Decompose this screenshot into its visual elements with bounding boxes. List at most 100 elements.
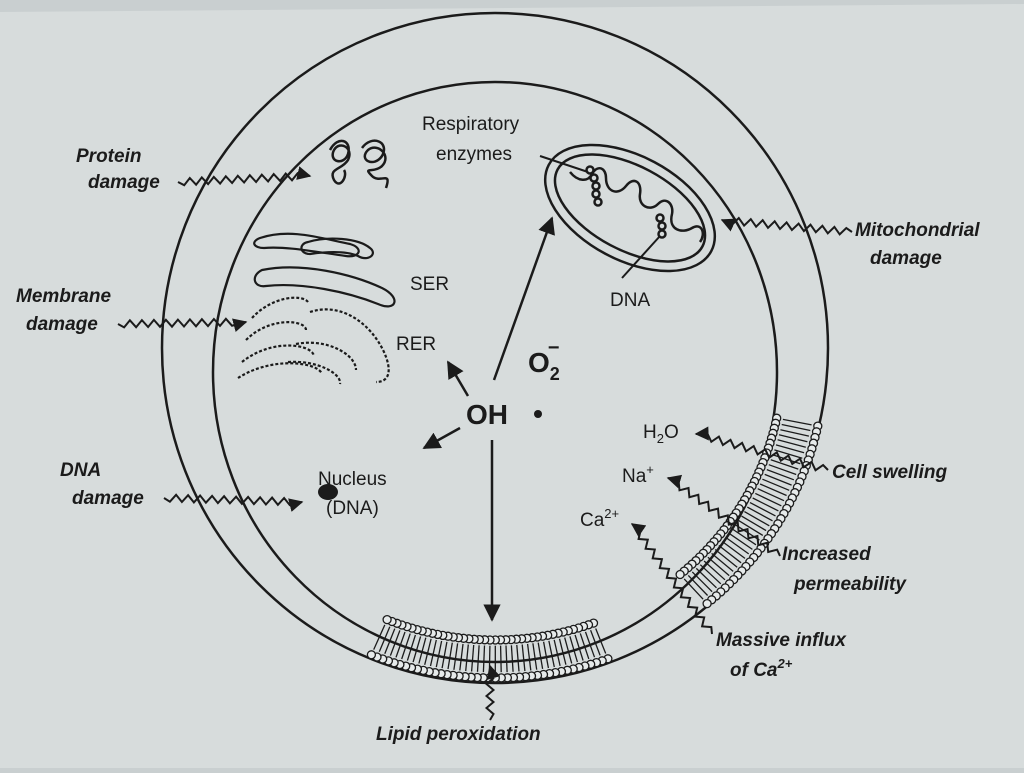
right-lipid-tail (691, 571, 713, 593)
bottom-lipid-tail (584, 631, 596, 658)
radical-dot (534, 410, 542, 418)
respiratory-label-2: enzymes (436, 144, 512, 165)
bottom-lipid-tail (429, 639, 437, 667)
right-lipid-tail (725, 536, 750, 555)
rer-label: RER (396, 334, 436, 355)
calcium-influx-arrow (630, 523, 713, 635)
right-lipid-tail (683, 578, 704, 600)
dna-damage-label-1: DNA (60, 460, 101, 481)
membrane-damage-arrow (117, 317, 248, 332)
calcium-label: Ca2+ (580, 506, 619, 531)
right-lipid-tail (711, 552, 734, 572)
bottom-lipid-tail (447, 642, 453, 670)
bottom-lipid-tail (553, 639, 561, 667)
bottom-lipid-tail (424, 638, 432, 665)
bottom-lipid-tail (499, 645, 502, 673)
protein-damage-arrow (177, 166, 312, 187)
protein-structure (328, 139, 389, 189)
right-lipid-tail (718, 544, 742, 564)
bottom-lipid-tail (470, 644, 475, 672)
right-lipid-tail (768, 464, 797, 476)
dna-damage-label-2: damage (72, 488, 144, 509)
lipid-peroxidation-arrow (484, 664, 501, 721)
mito-damage-label-1: Mitochondrial (855, 220, 980, 241)
superoxide-label: O2− (528, 337, 560, 384)
right-lipid-tail (687, 574, 709, 596)
protein-damage-label-2: damage (88, 172, 160, 193)
bottom-lipid-tail (569, 636, 579, 663)
nucleus-marker (318, 484, 338, 500)
nucleus-label-1: Nucleus (318, 469, 387, 490)
bottom-lipid-tail (395, 631, 406, 658)
bottom-lipid-tail (510, 645, 514, 672)
bottom-lipid-tail (579, 633, 590, 660)
right-lipid-tail (695, 567, 717, 589)
nucleus-label-2: (DNA) (326, 498, 379, 519)
bottom-lipid-tail (406, 634, 417, 661)
outer-membrane (160, 11, 830, 685)
right-lipid-head (675, 569, 685, 580)
bottom-lipid-tail (532, 643, 538, 670)
bottom-lipid-head (382, 614, 392, 625)
lipid-bilayer-right (675, 413, 823, 609)
bottom-lipid-tail (564, 637, 573, 664)
bottom-lipid-tail (453, 643, 459, 670)
mito-dna-pointer (621, 235, 661, 279)
right-lipid-tail (714, 548, 738, 568)
right-lipid-tail (746, 506, 773, 522)
right-lipid-tail (741, 515, 767, 532)
mito-damage-arrow (720, 216, 853, 236)
right-lipid-tail (744, 511, 770, 527)
bottom-lipid-tail (542, 641, 550, 669)
right-lipid-tail (775, 444, 805, 454)
hydroxyl-radical-label: OH (466, 399, 508, 430)
membrane-damage-label-2: damage (26, 314, 98, 335)
bottom-lipid-tail (384, 628, 396, 654)
bottom-lipid-tail (389, 630, 401, 656)
dna-damage-arrow (163, 493, 304, 512)
right-lipid-tail (752, 497, 779, 512)
bottom-lipid-tail (548, 640, 555, 668)
right-lipid-tail (759, 483, 787, 497)
bottom-lipid-tail (435, 640, 443, 668)
respiratory-pointer (539, 155, 589, 173)
rough-er (237, 296, 390, 385)
sodium-influx-arrow (666, 474, 781, 557)
bottom-lipid-tail (595, 628, 607, 654)
bottom-lipid-tail (401, 633, 411, 660)
membrane-damage-label-1: Membrane (16, 286, 111, 307)
water-efflux-arrow (694, 426, 829, 472)
bottom-lipid-tail (482, 645, 486, 673)
right-lipid-tail (731, 528, 757, 546)
bottom-lipid-tail (441, 641, 448, 669)
right-lipid-tail (703, 560, 726, 581)
lipid-peroxidation-label: Lipid peroxidation (376, 724, 541, 745)
right-lipid-tail (782, 418, 812, 426)
cell-swelling-label: Cell swelling (832, 462, 947, 483)
right-lipid-tail (749, 502, 776, 517)
right-lipid-tail (721, 540, 746, 559)
right-lipid-tail (755, 492, 782, 507)
bottom-lipid-tail (589, 629, 601, 656)
bottom-lipid-tail (465, 644, 469, 672)
water-label: H2O (643, 422, 679, 446)
bottom-lipid-tail (378, 626, 391, 652)
right-lipid-tail (728, 532, 753, 550)
bottom-lipid-tail (373, 624, 386, 650)
damage-arrows (117, 166, 853, 721)
right-lipid-tail (699, 564, 722, 585)
bottom-lipid-tail (476, 645, 480, 672)
right-lipid-tail (757, 488, 785, 502)
bottom-lipid-tail (526, 643, 532, 671)
bottom-lipid-tail (516, 644, 520, 672)
smooth-er (253, 232, 396, 308)
permeability-label-1: Increased (782, 544, 871, 565)
right-lipid-tail (766, 468, 795, 481)
right-lipid-tail (780, 429, 810, 437)
right-lipid-tail (774, 449, 803, 459)
right-lipid-tail (707, 556, 730, 577)
right-lipid-tail (770, 459, 799, 470)
bottom-lipid-tail (558, 638, 567, 665)
